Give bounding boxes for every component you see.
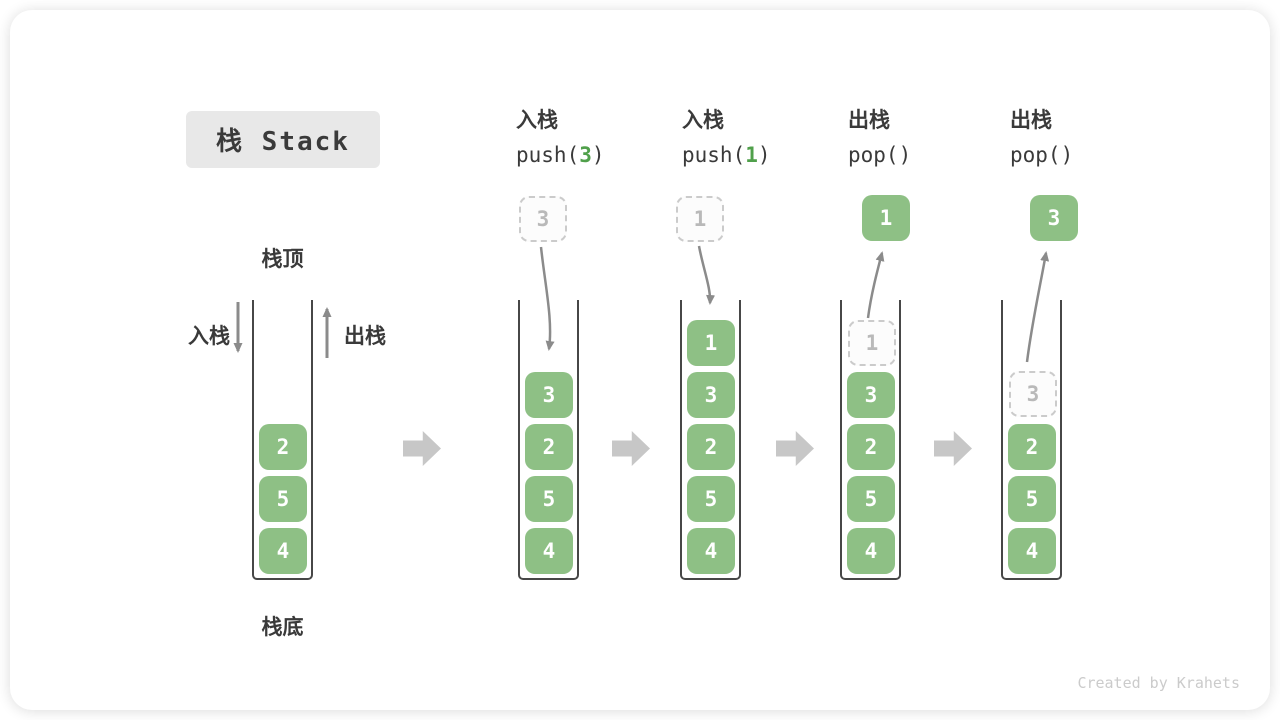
stack-cell: 4 (525, 528, 573, 574)
stack-cell: 2 (525, 424, 573, 470)
code-arg: 1 (745, 143, 758, 167)
op-name: 出栈 (848, 109, 890, 132)
op-code: push(1) (682, 143, 771, 167)
op-code: push(3) (516, 143, 605, 167)
stack-cell: 2 (259, 424, 307, 470)
code-pre: pop() (848, 143, 912, 167)
stack-cell: 2 (847, 424, 895, 470)
stack-cell: 3 (847, 372, 895, 418)
popped-value-box: 3 (1030, 195, 1078, 241)
code-arg: 3 (579, 143, 592, 167)
watermark: Created by Krahets (1077, 674, 1240, 692)
stack-cell: 3 (525, 372, 573, 418)
incoming-value-box: 1 (676, 196, 724, 242)
stack-cell: 5 (525, 476, 573, 522)
incoming-value-box: 3 (519, 196, 567, 242)
code-post: ) (591, 143, 605, 167)
op-name: 出栈 (1010, 109, 1052, 132)
stack-cell: 5 (259, 476, 307, 522)
popped-value-box: 1 (862, 195, 910, 241)
stack-cell: 4 (847, 528, 895, 574)
stack-top-label: 栈顶 (261, 248, 304, 271)
code-pre: push( (516, 143, 580, 167)
code-pre: pop() (1010, 143, 1074, 167)
op-code: pop() (848, 143, 911, 167)
stack-cell: 1 (687, 320, 735, 366)
code-post: ) (757, 143, 771, 167)
page-title-text: 栈 Stack (216, 127, 350, 157)
stack-cell: 4 (259, 528, 307, 574)
op-header-push-3: 入栈 push(3) (516, 104, 605, 167)
op-name: 入栈 (682, 109, 724, 132)
op-header-pop-1: 出栈 pop() (848, 104, 911, 167)
stack-cell: 2 (1008, 424, 1056, 470)
stack-cell: 4 (1008, 528, 1056, 574)
stack-cell: 4 (687, 528, 735, 574)
ghost-cell: 1 (848, 320, 896, 366)
stack-cell: 3 (687, 372, 735, 418)
stack-cell: 5 (687, 476, 735, 522)
stack-cell: 2 (687, 424, 735, 470)
ghost-cell: 3 (1009, 371, 1057, 417)
stack-cell: 5 (1008, 476, 1056, 522)
op-code: pop() (1010, 143, 1073, 167)
op-header-pop-2: 出栈 pop() (1010, 104, 1073, 167)
stack-bottom-label: 栈底 (261, 616, 304, 639)
page-title: 栈 Stack (186, 111, 380, 168)
push-direction-label: 入栈 (188, 325, 230, 348)
op-name: 入栈 (516, 109, 558, 132)
code-pre: push( (682, 143, 746, 167)
stack-cell: 5 (847, 476, 895, 522)
op-header-push-1: 入栈 push(1) (682, 104, 771, 167)
pop-direction-label: 出栈 (344, 325, 386, 348)
